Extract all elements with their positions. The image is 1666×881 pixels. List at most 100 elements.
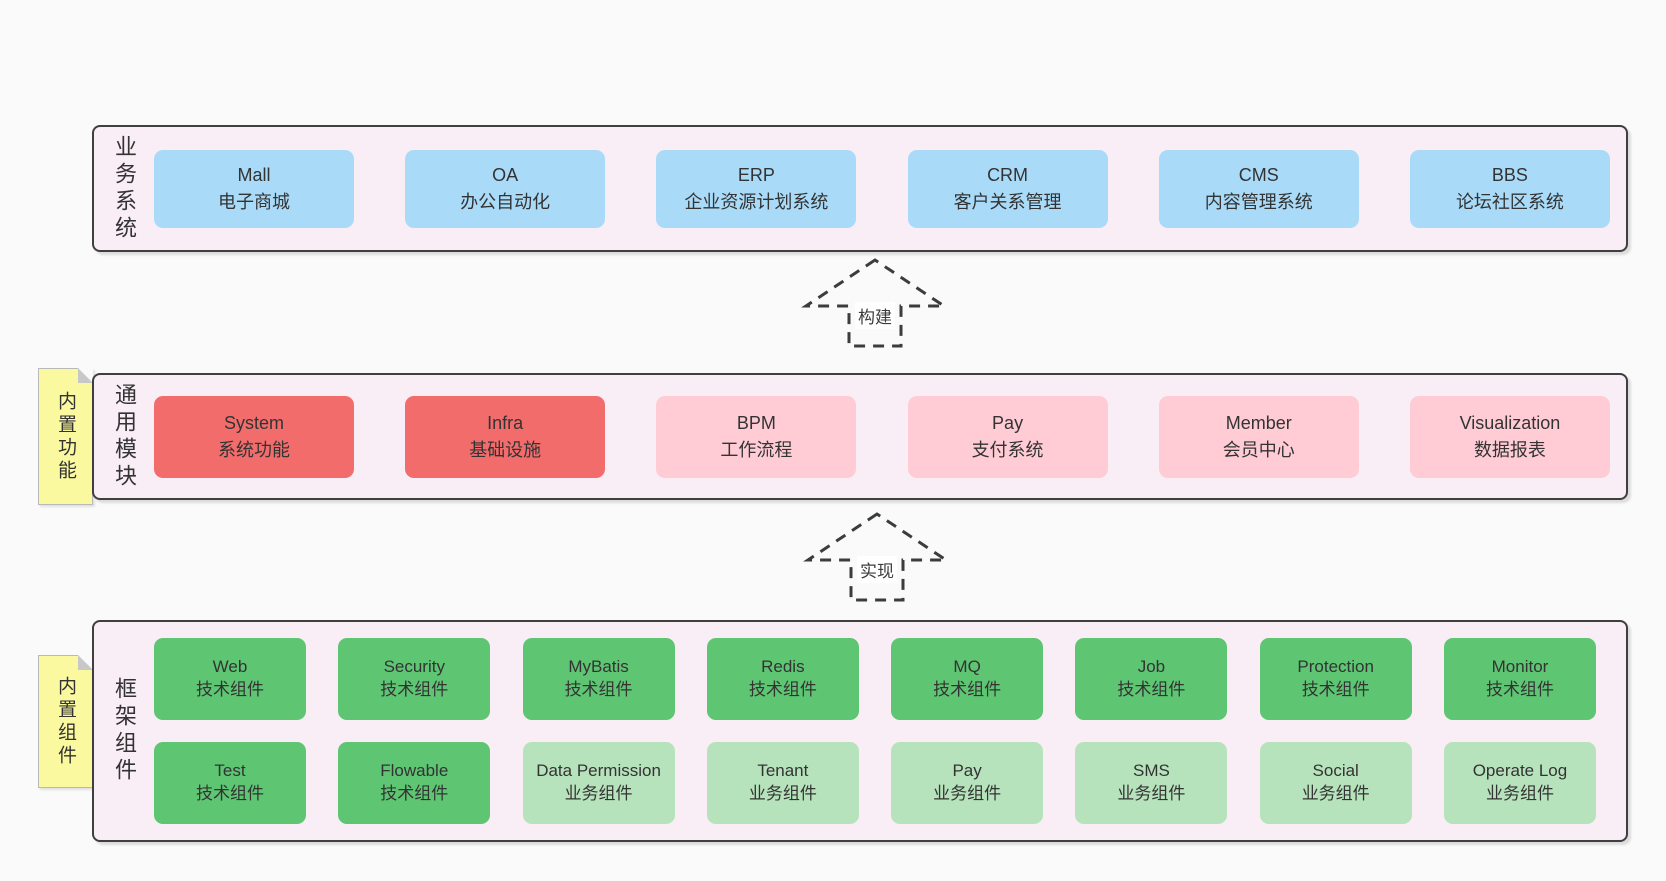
modules-boxes-row: System 系统功能 Infra 基础设施 BPM 工作流程 Pay 支付系统… [154,375,1626,498]
box-subtitle: 支付系统 [971,439,1044,460]
sticky-fold-corner-icon [78,368,93,383]
box-mq: MQ 技术组件 [891,638,1044,720]
sticky-label: 内置组件 [55,675,76,768]
box-bpm: BPM 工作流程 [656,395,857,478]
box-title: Protection [1297,657,1374,677]
box-sms: SMS 业务组件 [1075,742,1228,824]
box-subtitle: 电子商城 [218,191,290,212]
box-protection: Protection 技术组件 [1259,638,1412,720]
box-title: MyBatis [568,657,629,677]
box-subtitle: 数据报表 [1473,439,1546,460]
box-subtitle: 技术组件 [1485,680,1554,699]
box-title: Redis [761,657,805,677]
sticky-fold-corner-icon [78,655,93,670]
box-operate-log: Operate Log 业务组件 [1443,742,1596,824]
box-title: Test [214,761,246,781]
box-job: Job 技术组件 [1075,638,1228,720]
up-arrow-dashed-icon [803,512,951,602]
box-cms: CMS 内容管理系统 [1158,149,1359,228]
section-business-side-label: 业务系统 [112,134,137,243]
box-title: Operate Log [1472,761,1568,781]
box-pay-system: Pay 支付系统 [907,395,1108,478]
box-subtitle: 业务组件 [933,784,1002,803]
box-subtitle: 内容管理系统 [1204,191,1313,212]
box-subtitle: 论坛社区系统 [1455,191,1564,212]
box-subtitle: 技术组件 [196,784,264,803]
sticky-note-built-in-features: 内置功能 [38,368,93,505]
box-subtitle: 客户关系管理 [953,191,1062,212]
box-infra: Infra 基础设施 [405,395,606,478]
box-title: Mall [237,164,271,185]
box-subtitle: 技术组件 [1301,680,1370,699]
box-title: Flowable [380,761,449,781]
section-framework-components: 框架组件 Web 技术组件 Security 技术组件 MyBatis 技术组件… [92,620,1628,842]
box-title: Web [212,657,248,677]
box-subtitle: 技术组件 [933,680,1002,699]
box-subtitle: 技术组件 [380,784,449,803]
box-subtitle: 业务组件 [564,784,633,803]
up-arrow-dashed-icon [801,258,949,348]
box-title: Monitor [1491,657,1549,677]
box-subtitle: 技术组件 [380,680,449,699]
box-title: Social [1312,761,1359,781]
box-subtitle: 会员中心 [1222,439,1295,460]
box-title: Infra [487,412,524,433]
box-visualization: Visualization 数据报表 [1409,395,1610,478]
box-bbs: BBS 论坛社区系统 [1409,149,1610,228]
box-tenant: Tenant 业务组件 [706,742,859,824]
box-title: SMS [1132,761,1170,781]
box-subtitle: 基础设施 [469,439,542,460]
box-title: CMS [1238,164,1279,185]
box-subtitle: 业务组件 [748,784,817,803]
box-subtitle: 业务组件 [1117,784,1186,803]
box-system: System 系统功能 [154,395,354,478]
box-subtitle: 办公自动化 [460,191,551,212]
box-title: Visualization [1459,412,1561,433]
box-title: Pay [992,412,1024,433]
arrow-build: 构建 [800,256,950,349]
components-row-1: Web 技术组件 Security 技术组件 MyBatis 技术组件 Redi… [154,638,1596,720]
box-oa: OA 办公自动化 [405,149,606,228]
box-mall: Mall 电子商城 [154,149,354,228]
components-row-2: Test 技术组件 Flowable 技术组件 Data Permission … [154,742,1596,824]
box-title: Pay [952,761,982,781]
section-common-modules: 通用模块 System 系统功能 Infra 基础设施 BPM 工作流程 Pay… [92,373,1628,500]
box-subtitle: 业务组件 [1301,784,1370,803]
box-subtitle: 工作流程 [720,439,793,460]
box-subtitle: 技术组件 [196,680,264,699]
box-title: BBS [1491,164,1528,185]
box-mybatis: MyBatis 技术组件 [522,638,675,720]
box-web: Web 技术组件 [154,638,306,720]
box-member: Member 会员中心 [1158,395,1359,478]
box-title: BPM [736,412,776,433]
box-social: Social 业务组件 [1259,742,1412,824]
box-data-permission: Data Permission 业务组件 [522,742,675,824]
box-erp: ERP 企业资源计划系统 [656,149,857,228]
box-subtitle: 技术组件 [748,680,817,699]
box-subtitle: 系统功能 [218,439,290,460]
box-redis: Redis 技术组件 [706,638,859,720]
box-title: Data Permission [536,761,661,781]
arrow-build-label: 构建 [855,302,895,329]
section-components-side-label: 框架组件 [112,677,137,785]
box-subtitle: 企业资源计划系统 [684,191,829,212]
box-title: CRM [987,164,1029,185]
box-subtitle: 技术组件 [1117,680,1186,699]
box-title: Member [1225,412,1292,433]
box-title: Job [1137,657,1166,677]
box-title: System [223,412,284,433]
components-boxes-grid: Web 技术组件 Security 技术组件 MyBatis 技术组件 Redi… [154,622,1626,840]
box-flowable: Flowable 技术组件 [338,742,491,824]
box-test: Test 技术组件 [154,742,306,824]
business-boxes-row: Mall 电子商城 OA 办公自动化 ERP 企业资源计划系统 CRM 客户关系… [154,127,1626,250]
box-title: Security [383,657,445,677]
box-crm: CRM 客户关系管理 [907,149,1108,228]
box-title: OA [492,164,519,185]
box-title: MQ [953,657,981,677]
section-modules-side-label: 通用模块 [112,382,137,491]
box-title: Tenant [757,761,809,781]
arrow-implement-label: 实现 [857,556,897,583]
sticky-note-built-in-components: 内置组件 [38,655,93,788]
box-title: ERP [737,164,775,185]
